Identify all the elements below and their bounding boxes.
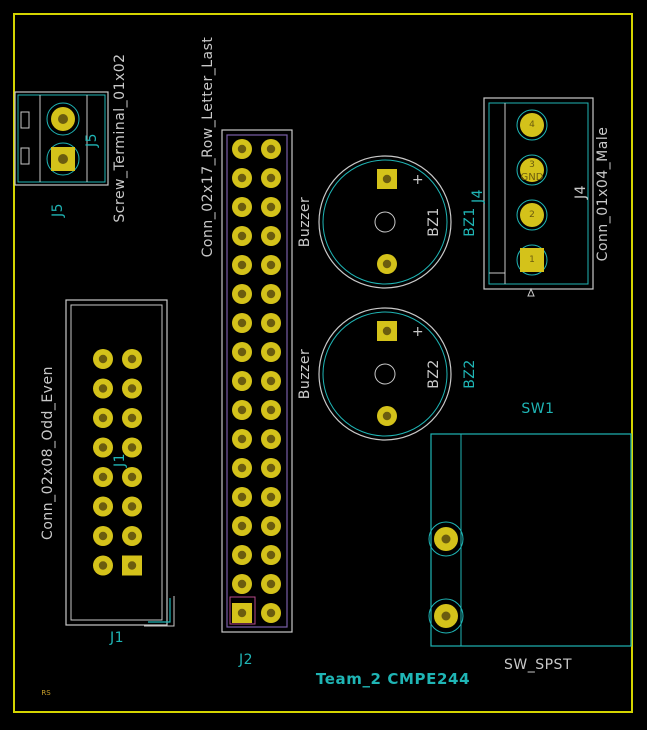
bz2-footprint[interactable] (318, 307, 452, 441)
bz1-fab-ref: BZ1 (426, 207, 442, 237)
j2-pad (261, 545, 281, 565)
j2-pad (232, 197, 252, 217)
j2-pad (232, 342, 252, 362)
j5-footprint[interactable] (14, 91, 109, 186)
j5-value-label: Screw_Terminal_01x02 (112, 53, 128, 222)
j2-pad (261, 574, 281, 594)
j2-footprint[interactable] (221, 129, 293, 633)
j2-pad (261, 197, 281, 217)
sw1-footprint[interactable] (428, 433, 632, 647)
j4-value-label: Conn_01x04_Male (595, 127, 611, 262)
bz1-value-label: Buzzer (297, 197, 313, 248)
j2-pad (232, 516, 252, 536)
bz2-pad-1 (377, 321, 397, 341)
j4-pad-netname: GND (521, 172, 544, 183)
j2-pad (261, 429, 281, 449)
j2-pad (261, 284, 281, 304)
j2-pad (261, 516, 281, 536)
j2-pad (232, 429, 252, 449)
j2-pad (261, 603, 281, 623)
j4-pad-number: 1 (529, 255, 535, 265)
j2-pad (232, 255, 252, 275)
j2-pad (261, 458, 281, 478)
j1-pad (122, 408, 142, 428)
j1-pad (122, 555, 142, 576)
j4-pad-1 (520, 248, 544, 272)
board-edge (13, 13, 633, 713)
j1-footprint[interactable] (65, 299, 175, 627)
j1-pad (93, 437, 113, 458)
j5-pad-1 (51, 147, 75, 171)
j1-ref-label: J1 (109, 630, 124, 646)
bz2-pad-2 (377, 406, 397, 426)
j4-pad-number: 2 (529, 210, 535, 220)
j2-pad (232, 284, 252, 304)
j2-pad (232, 313, 252, 333)
j2-pad (232, 371, 252, 391)
j1-pad (122, 467, 142, 487)
sw1-pad-1 (434, 527, 458, 551)
sw1-value-label: SW_SPST (504, 657, 572, 673)
j1-pad (122, 496, 142, 517)
bz2-value-label: Buzzer (297, 349, 313, 400)
j2-pad (261, 342, 281, 362)
j1-pad (93, 555, 113, 576)
j4-pad-4 (520, 113, 544, 137)
j4-pad-number: 3 (529, 160, 535, 170)
j2-pad (232, 487, 252, 507)
j2-pad (261, 168, 281, 188)
j2-pad (232, 574, 252, 594)
j1-pad (93, 496, 113, 517)
j2-pad (232, 545, 252, 565)
j2-pad (232, 226, 252, 246)
j2-pad (232, 168, 252, 188)
j2-pad (232, 603, 252, 623)
j2-pad (232, 139, 252, 159)
j1-pad (93, 349, 113, 369)
j1-pad (93, 526, 113, 546)
j5-ref-label: J5 (50, 203, 66, 218)
board-title: Team_2 CMPE244 (316, 670, 470, 688)
j2-pad-grid (232, 139, 281, 623)
j2-pad (261, 400, 281, 420)
j2-pad (261, 313, 281, 333)
j1-value-label: Conn_02x08_Odd_Even (40, 366, 56, 540)
sw1-pad-2 (434, 604, 458, 628)
j1-pad (122, 378, 142, 399)
j4-pad-3 (520, 158, 544, 182)
j2-pad (232, 458, 252, 478)
j2-pad (261, 255, 281, 275)
j2-pad (261, 226, 281, 246)
j2-pad (232, 400, 252, 420)
j4-pad-2 (520, 203, 544, 227)
j2-pad (261, 487, 281, 507)
j2-pad (261, 371, 281, 391)
bz2-ref-label: BZ2 (462, 359, 478, 389)
j4-pad-number: 4 (529, 120, 535, 130)
j4-ref-label: J4 (573, 185, 589, 200)
j2-ref-label: J2 (238, 652, 253, 668)
j4-footprint[interactable] (483, 97, 594, 297)
bz1-ref-label: BZ1 (462, 207, 478, 237)
bz2-fab-ref: BZ2 (426, 359, 442, 389)
bz1-pad-1 (377, 169, 397, 189)
board-small-mark: RS (41, 689, 51, 697)
j4-fab-ref: J4 (470, 189, 486, 204)
j5-pad-2 (51, 107, 75, 131)
j2-value-label: Conn_02x17_Row_Letter_Last (200, 37, 216, 258)
j1-pad (122, 349, 142, 369)
j1-fab-ref: J1 (112, 453, 128, 468)
j1-pad (93, 467, 113, 487)
bz2-plus-mark: + (412, 324, 424, 340)
bz1-footprint[interactable] (318, 155, 452, 289)
j2-pad (261, 139, 281, 159)
bz1-pad-2 (377, 254, 397, 274)
j1-pad (93, 378, 113, 399)
j5-fab-ref: J5 (84, 133, 100, 148)
j1-pad (93, 408, 113, 428)
sw1-ref-label: SW1 (521, 401, 554, 417)
j1-pad (122, 526, 142, 546)
bz1-plus-mark: + (412, 172, 424, 188)
